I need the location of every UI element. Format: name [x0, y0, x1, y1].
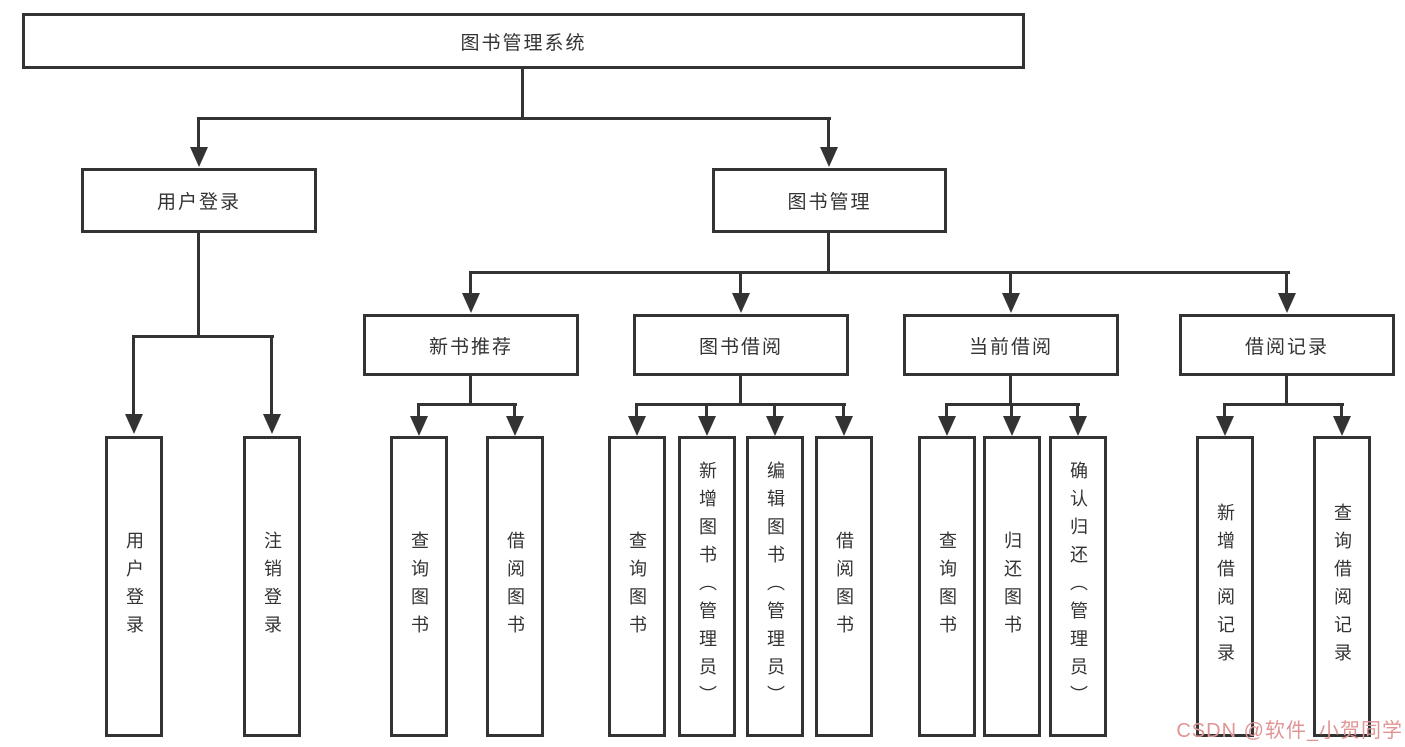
leaf-user-login: 用户登录 — [105, 436, 163, 737]
connector-line — [417, 403, 517, 406]
leaf-query-borrow-record: 查询借阅记录 — [1313, 436, 1371, 737]
connector-line — [1009, 271, 1012, 297]
node-label: 图书借阅 — [698, 336, 783, 358]
connector-line — [132, 335, 274, 338]
leaf-add-books-admin: 新增图书（管理员） — [678, 436, 736, 737]
arrow-down-icon — [732, 293, 750, 313]
node-user-login: 用户登录 — [81, 168, 317, 233]
leaf-logout: 注销登录 — [243, 436, 301, 737]
connector-line — [945, 403, 948, 418]
connector-line — [270, 335, 273, 417]
arrow-down-icon — [820, 147, 838, 167]
connector-line — [739, 271, 742, 297]
connector-line — [1223, 403, 1226, 418]
leaf-label: 查询图书 — [937, 530, 957, 643]
connector-line — [1285, 374, 1288, 406]
arrow-down-icon — [263, 414, 281, 434]
connector-line — [132, 335, 135, 417]
leaf-query-books: 查询图书 — [608, 436, 666, 737]
node-current-borrowing: 当前借阅 — [903, 314, 1119, 376]
connector-line — [197, 233, 200, 338]
arrow-down-icon — [190, 147, 208, 167]
leaf-borrow-books: 借阅图书 — [815, 436, 873, 737]
connector-line — [842, 403, 845, 418]
leaf-return-books: 归还图书 — [983, 436, 1041, 737]
connector-line — [1340, 403, 1343, 418]
arrow-down-icon — [1002, 293, 1020, 313]
connector-line — [635, 403, 638, 418]
leaf-label: 查询图书 — [627, 530, 647, 643]
connector-line — [739, 374, 742, 406]
arrow-down-icon — [938, 416, 956, 436]
connector-line — [521, 69, 524, 120]
connector-line — [705, 403, 708, 418]
arrow-down-icon — [462, 293, 480, 313]
connector-line — [1285, 271, 1288, 297]
arrow-down-icon — [506, 416, 524, 436]
connector-line — [773, 403, 776, 418]
arrow-down-icon — [1069, 416, 1087, 436]
connector-line — [1010, 403, 1013, 418]
leaf-query-books: 查询图书 — [390, 436, 448, 737]
leaf-borrow-books: 借阅图书 — [486, 436, 544, 737]
leaf-confirm-return-admin: 确认归还（管理员） — [1049, 436, 1107, 737]
arrow-down-icon — [766, 416, 784, 436]
connector-line — [417, 403, 420, 418]
arrow-down-icon — [698, 416, 716, 436]
arrow-down-icon — [1333, 416, 1351, 436]
leaf-label: 注销登录 — [262, 530, 282, 643]
connector-line — [827, 233, 830, 274]
leaf-label: 查询借阅记录 — [1332, 502, 1352, 671]
node-new-book-recommendation: 新书推荐 — [363, 314, 579, 376]
node-book-borrowing: 图书借阅 — [633, 314, 849, 376]
arrow-down-icon — [410, 416, 428, 436]
arrow-down-icon — [1216, 416, 1234, 436]
connector-line — [1223, 403, 1344, 406]
arrow-down-icon — [835, 416, 853, 436]
leaf-label: 用户登录 — [124, 530, 144, 643]
leaf-label: 确认归还（管理员） — [1068, 460, 1088, 713]
connector-line — [197, 117, 200, 150]
connector-line — [469, 271, 472, 297]
node-borrowing-records: 借阅记录 — [1179, 314, 1395, 376]
arrow-down-icon — [125, 414, 143, 434]
node-label: 借阅记录 — [1244, 336, 1329, 358]
connector-line — [197, 117, 831, 120]
leaf-label: 归还图书 — [1002, 530, 1022, 643]
node-root-system: 图书管理系统 — [22, 13, 1025, 69]
leaf-query-books: 查询图书 — [918, 436, 976, 737]
csdn-watermark: CSDN @软件_小贺同学 — [1176, 720, 1403, 742]
connector-line — [513, 403, 516, 418]
connector-line — [827, 117, 830, 150]
connector-line — [469, 374, 472, 406]
arrow-down-icon — [1278, 293, 1296, 313]
leaf-label: 新增借阅记录 — [1215, 502, 1235, 671]
arrow-down-icon — [1003, 416, 1021, 436]
node-label: 当前借阅 — [968, 336, 1053, 358]
leaf-label: 新增图书（管理员） — [697, 460, 717, 713]
node-label: 图书管理 — [787, 192, 872, 213]
leaf-edit-books-admin: 编辑图书（管理员） — [746, 436, 804, 737]
node-book-management: 图书管理 — [712, 168, 947, 233]
leaf-label: 查询图书 — [409, 530, 429, 643]
leaf-add-borrow-record: 新增借阅记录 — [1196, 436, 1254, 737]
connector-line — [469, 271, 1290, 274]
node-label: 图书管理系统 — [460, 32, 587, 54]
leaf-label: 借阅图书 — [834, 530, 854, 643]
leaf-label: 编辑图书（管理员） — [765, 460, 785, 713]
connector-line — [1076, 403, 1079, 418]
connector-line — [1009, 374, 1012, 406]
node-label: 用户登录 — [156, 192, 241, 213]
arrow-down-icon — [628, 416, 646, 436]
node-label: 新书推荐 — [428, 336, 513, 358]
connector-line — [635, 403, 846, 406]
leaf-label: 借阅图书 — [505, 530, 525, 643]
